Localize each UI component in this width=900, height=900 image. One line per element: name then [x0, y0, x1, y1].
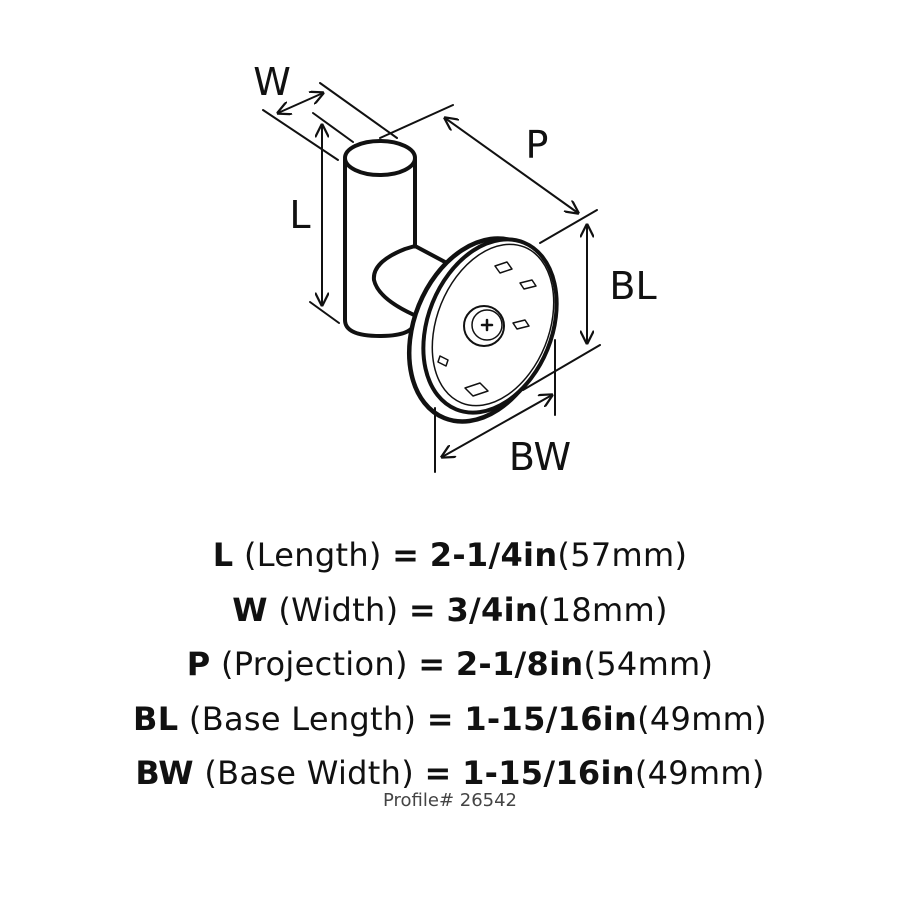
spec-value: 2-1/4in	[429, 536, 558, 574]
spec-metric: (49mm)	[637, 699, 767, 738]
label-l: L	[289, 193, 310, 237]
spec-width: W (Width) = 3/4in(18mm)	[0, 583, 900, 638]
spec-key: L	[212, 536, 234, 574]
spec-value: 2-1/8in	[455, 645, 584, 683]
spec-desc: (Width)	[278, 590, 399, 629]
label-p: P	[526, 123, 549, 167]
label-bl: BL	[609, 264, 656, 308]
spec-eq: =	[408, 590, 436, 629]
spec-desc: (Projection)	[220, 645, 408, 683]
spec-metric: (18mm)	[537, 590, 668, 629]
spec-value: 3/4in	[446, 590, 538, 629]
profile-number: Profile# 26542	[382, 790, 518, 811]
spec-value: 1-15/16in	[464, 699, 638, 738]
spec-length: L (Length) = 2-1/4in(57mm)	[0, 528, 900, 583]
dimension-lines	[262, 82, 601, 473]
spec-eq: =	[418, 645, 446, 683]
spec-key: BL	[133, 699, 179, 738]
spec-eq: =	[426, 699, 454, 738]
spec-key: BW	[135, 754, 194, 792]
spec-base-width: BW (Base Width) = 1-15/16in(49mm)	[0, 746, 900, 801]
spec-key: W	[232, 590, 268, 629]
label-bw: BW	[509, 435, 571, 479]
spec-desc: (Length)	[243, 536, 382, 574]
spec-metric: (49mm)	[634, 754, 765, 792]
spec-list: L (Length) = 2-1/4in(57mm) W (Width) = 3…	[0, 528, 900, 801]
spec-base-length: BL (Base Length) = 1-15/16in(49mm)	[0, 692, 900, 747]
spec-value: 1-15/16in	[462, 754, 635, 792]
spec-desc: (Base Width)	[204, 754, 414, 792]
spec-desc: (Base Length)	[188, 699, 417, 738]
spec-metric: (57mm)	[557, 536, 688, 574]
hook-dimension-drawing: W P L BL BW	[253, 60, 656, 479]
spec-projection: P (Projection) = 2-1/8in(54mm)	[0, 637, 900, 692]
spec-eq: =	[424, 754, 452, 792]
spec-eq: =	[392, 536, 420, 574]
label-w: W	[253, 60, 291, 104]
spec-metric: (54mm)	[583, 645, 714, 683]
spec-key: P	[186, 645, 211, 683]
